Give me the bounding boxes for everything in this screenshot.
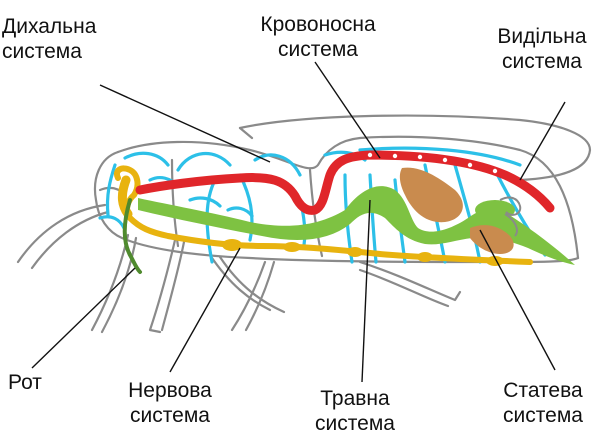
label-reproductive-system: Статева система [488, 378, 598, 428]
leader-mouth [32, 268, 135, 368]
label-digestive-system: Травна система [296, 386, 414, 436]
leader-excretory [520, 102, 565, 180]
label-circulatory-system: Кровоносна система [254, 12, 382, 62]
label-nervous-line2: система [108, 403, 232, 428]
label-reproductive-line1: Статева [488, 378, 598, 403]
label-respiratory-system: Дихальна система [2, 14, 96, 64]
label-excretory-line1: Видільна [488, 24, 596, 49]
label-excretory-line2: система [488, 49, 596, 74]
label-reproductive-line2: система [488, 403, 598, 428]
label-circulatory-line1: Кровоносна [254, 12, 382, 37]
label-excretory-system: Видільна система [488, 24, 596, 74]
label-mouth: Рот [8, 370, 42, 395]
label-circulatory-line2: система [254, 37, 382, 62]
label-digestive-line1: Травна [296, 386, 414, 411]
leader-circulatory [315, 62, 380, 158]
leader-nervous [170, 248, 240, 372]
label-nervous-system: Нервова система [108, 378, 232, 428]
label-mouth-line1: Рот [8, 370, 42, 395]
label-digestive-line2: система [296, 411, 414, 436]
label-nervous-line1: Нервова [108, 378, 232, 403]
label-respiratory-line1: Дихальна [2, 14, 96, 39]
leader-digestive [362, 200, 370, 382]
label-respiratory-line2: система [2, 39, 96, 64]
